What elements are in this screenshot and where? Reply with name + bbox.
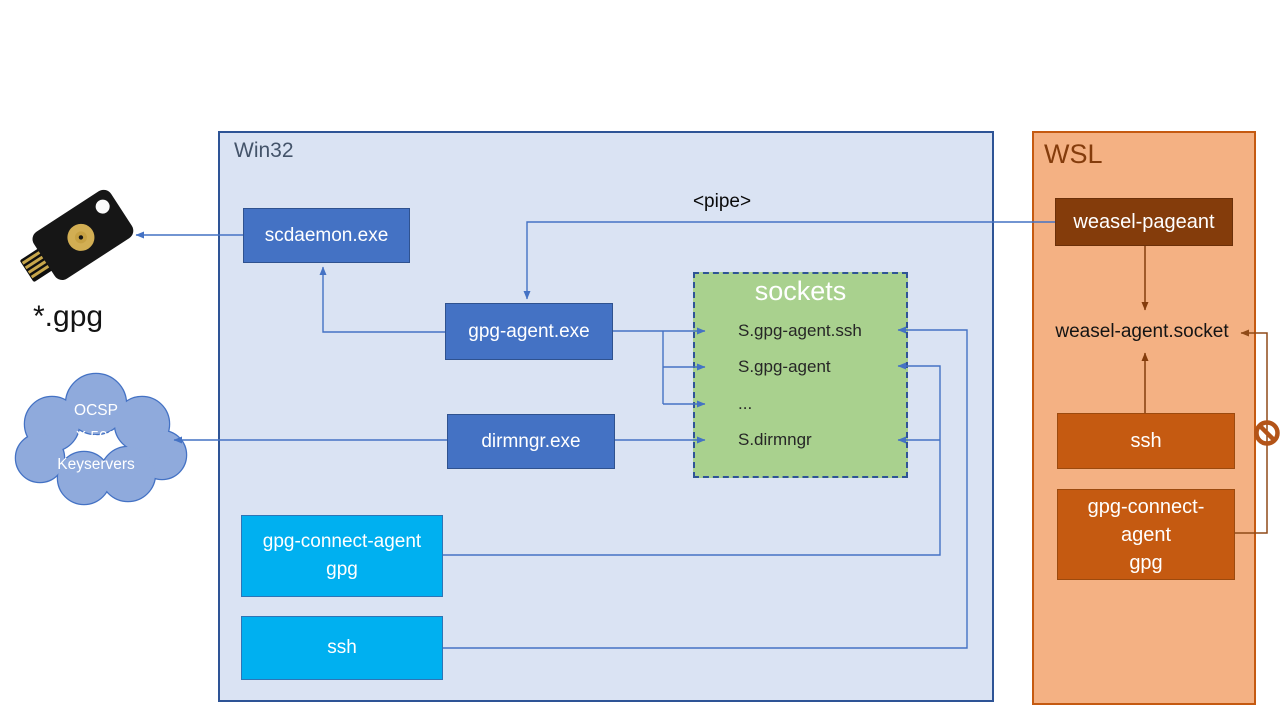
gpg-agent-label: gpg-agent.exe xyxy=(468,320,590,342)
cloud-line-x509: X.509 xyxy=(75,429,117,446)
weasel-pageant-label: weasel-pageant xyxy=(1073,210,1215,233)
win32-ssh-node: ssh xyxy=(241,616,443,680)
dirmngr-node: dirmngr.exe xyxy=(447,414,615,469)
wsl-gpg-connect-agent-label-line2: agent xyxy=(1120,523,1172,546)
gpg-files-label: *.gpg xyxy=(33,300,104,333)
wsl-title: WSL xyxy=(1044,139,1103,169)
cloud-line-ocsp: OCSP xyxy=(74,402,118,419)
socket-item-gpg-agent-ssh: S.gpg-agent.ssh xyxy=(738,321,862,340)
keyservers-cloud-label: OCSP X.509 Keyservers xyxy=(41,397,151,478)
wsl-gpg-connect-agent-label-line3: gpg xyxy=(1129,551,1163,574)
scdaemon-node: scdaemon.exe xyxy=(243,208,410,263)
cloud-line-keyservers: Keyservers xyxy=(57,456,135,473)
socket-item-ellipsis: ... xyxy=(738,394,753,413)
win32-gpg-connect-agent-label-line1: gpg-connect-agent xyxy=(262,531,422,553)
pipe-label: <pipe> xyxy=(692,191,752,212)
win32-gpg-connect-agent-label-line2: gpg xyxy=(326,559,358,580)
dirmngr-label: dirmngr.exe xyxy=(481,430,581,452)
win32-title: Win32 xyxy=(234,139,294,162)
weasel-agent-socket-label: weasel-agent.socket xyxy=(1055,321,1229,342)
gpg-agent-node: gpg-agent.exe xyxy=(445,303,613,360)
socket-item-gpg-agent: S.gpg-agent xyxy=(738,357,831,376)
wsl-gpg-connect-agent-label-line1: gpg-connect- xyxy=(1087,495,1205,518)
yubikey-icon xyxy=(20,189,134,282)
sockets-title: sockets xyxy=(754,276,847,306)
scdaemon-label: scdaemon.exe xyxy=(264,224,389,246)
no-entry-icon xyxy=(1254,420,1280,446)
weasel-pageant-node: weasel-pageant xyxy=(1055,198,1233,246)
wsl-ssh-label: ssh xyxy=(1130,429,1162,452)
win32-ssh-label: ssh xyxy=(327,637,357,659)
wsl-ssh-node: ssh xyxy=(1057,413,1235,469)
win32-gpg-connect-agent-node: gpg-connect-agent gpg xyxy=(241,515,443,597)
socket-item-dirmngr: S.dirmngr xyxy=(738,430,812,449)
wsl-gpg-connect-agent-node: gpg-connect- agent gpg xyxy=(1057,489,1235,580)
